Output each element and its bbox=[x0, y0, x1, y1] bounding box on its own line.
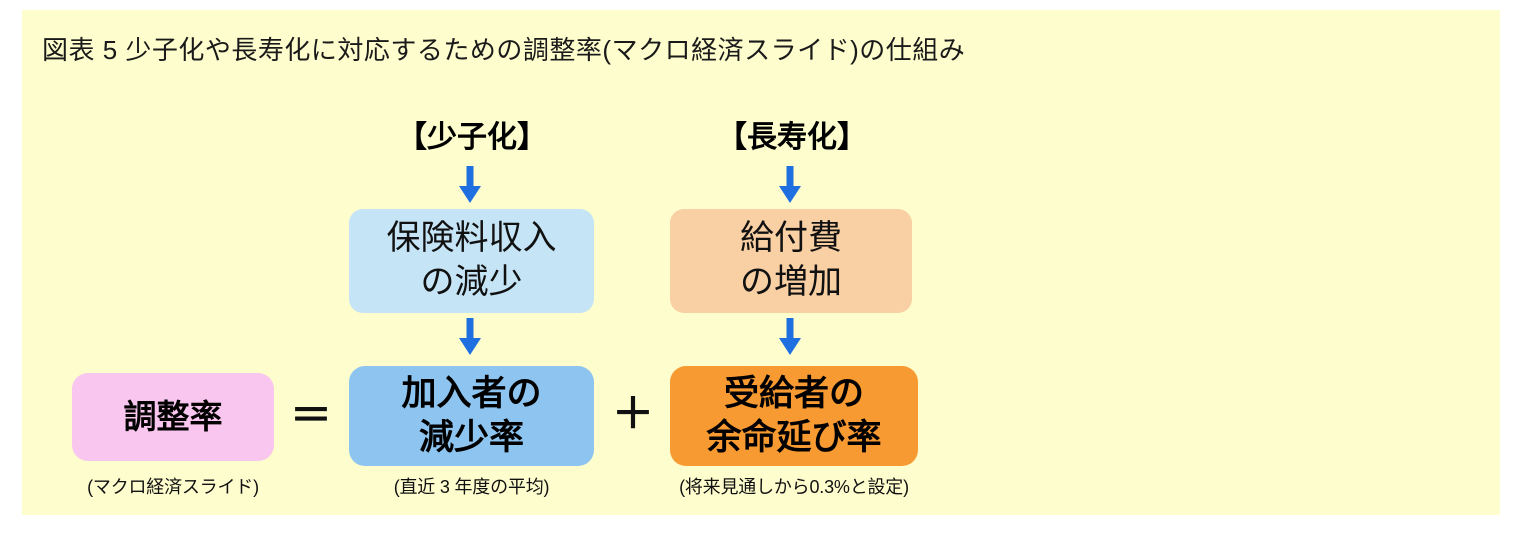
box-life-expectancy-line2: 余命延び率 bbox=[706, 418, 882, 457]
box-life-expectancy: 受給者の 余命延び率 bbox=[670, 366, 918, 466]
down-arrow-icon bbox=[777, 318, 803, 356]
box-member-decline-line1: 加入者の bbox=[401, 373, 542, 413]
box-adjustment-rate-line1: 調整率 bbox=[123, 398, 223, 436]
box-premium-decline: 保険料収入 の減少 bbox=[349, 209, 594, 313]
box-member-decline-line2: 減少率 bbox=[418, 418, 524, 457]
box-benefit-increase-line2: の増加 bbox=[740, 263, 842, 301]
caption-life-expectancy: (将来見通しから0.3%と設定) bbox=[679, 477, 909, 497]
down-arrow-icon bbox=[457, 318, 483, 356]
caption-adjustment-rate: (マクロ経済スライド) bbox=[87, 477, 259, 497]
box-premium-decline-line1: 保険料収入 bbox=[386, 219, 557, 258]
caption-member-decline: (直近 3 年度の平均) bbox=[393, 477, 550, 497]
figure-panel: 図表 5 少子化や長寿化に対応するための調整率(マクロ経済スライド)の仕組み 【… bbox=[22, 10, 1500, 515]
box-benefit-increase-line1: 給付費 bbox=[740, 219, 842, 258]
operator-plus: ＋ bbox=[611, 390, 654, 437]
down-arrow-icon bbox=[457, 166, 483, 204]
column-header-shoshika: 【少子化】 bbox=[397, 121, 547, 154]
box-life-expectancy-line1: 受給者の bbox=[723, 373, 864, 413]
figure-title: 図表 5 少子化や長寿化に対応するための調整率(マクロ経済スライド)の仕組み bbox=[42, 35, 966, 65]
box-member-decline: 加入者の 減少率 bbox=[349, 366, 594, 466]
down-arrow-icon bbox=[777, 166, 803, 204]
column-header-chojuka: 【長寿化】 bbox=[717, 121, 867, 154]
box-premium-decline-line2: の減少 bbox=[420, 263, 523, 301]
operator-equals: ＝ bbox=[289, 392, 332, 439]
box-benefit-increase: 給付費 の増加 bbox=[670, 209, 912, 313]
box-adjustment-rate: 調整率 bbox=[72, 373, 274, 461]
